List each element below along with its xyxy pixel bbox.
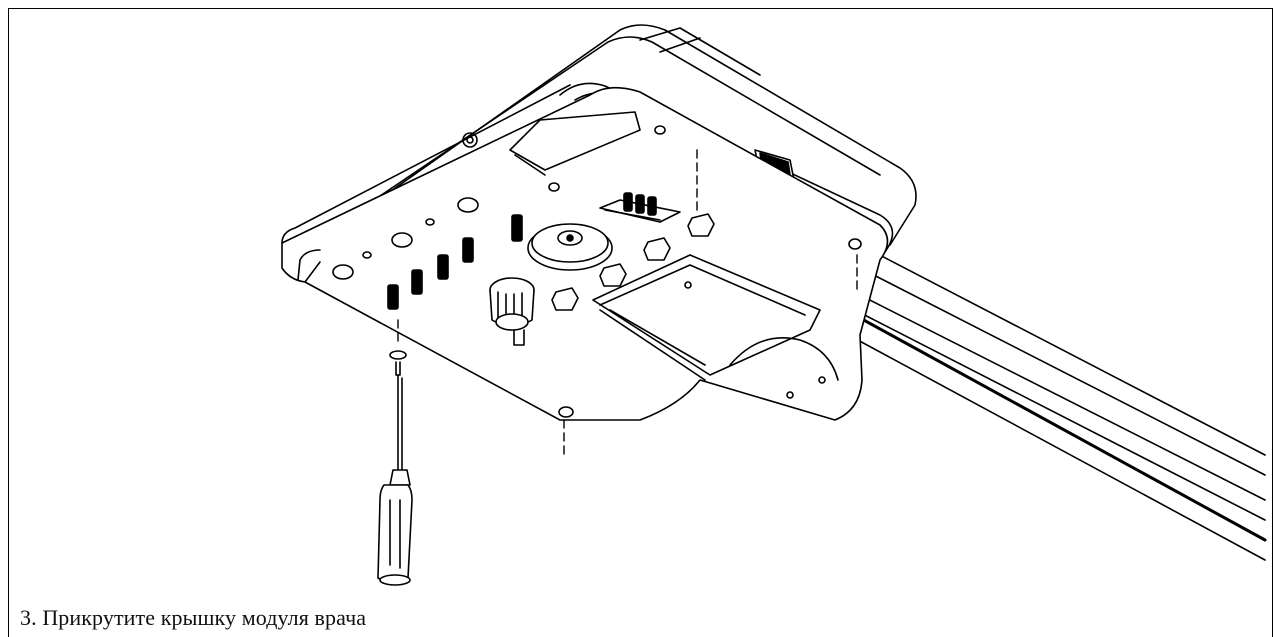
support-arm [830, 250, 1265, 560]
side-bracket [593, 255, 838, 398]
step-caption: 3. Прикрутите крышку модуля врача [20, 605, 366, 631]
screwdriver-icon [378, 375, 412, 585]
step-text: Прикрутите крышку модуля врача [42, 605, 367, 630]
step-number: 3. [20, 605, 37, 630]
nuts [552, 214, 714, 310]
screw-and-washer [390, 351, 406, 375]
standoffs [388, 193, 656, 309]
mounting-holes [333, 126, 861, 417]
center-connector [528, 224, 612, 270]
alignment-guides [398, 150, 857, 455]
rotary-knob [490, 278, 534, 345]
